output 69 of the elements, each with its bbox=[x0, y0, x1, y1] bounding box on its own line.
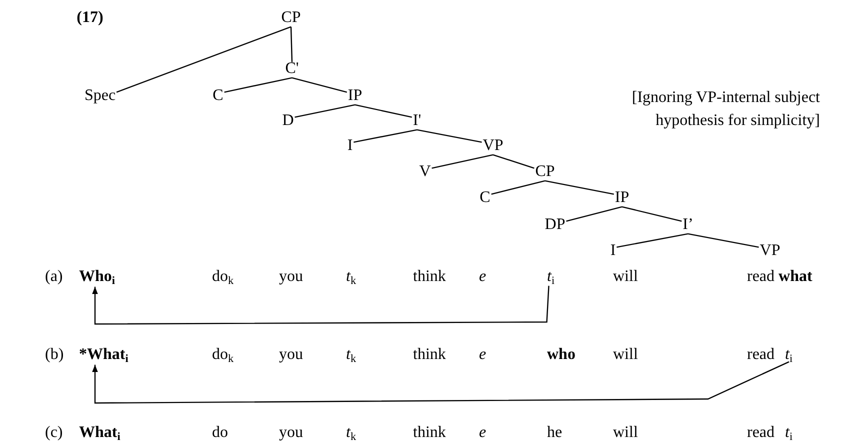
word: do$_{k}$ bbox=[212, 268, 234, 286]
word: you bbox=[279, 268, 303, 286]
tree-node-label: I’ bbox=[682, 216, 694, 234]
tree-branch bbox=[354, 104, 412, 118]
word: you bbox=[279, 424, 303, 442]
tree-node-label: I bbox=[610, 242, 616, 260]
tree-branch bbox=[290, 26, 293, 62]
tree-branch bbox=[688, 233, 759, 248]
word: think bbox=[413, 424, 446, 442]
word: t$_{i}$ bbox=[547, 268, 555, 286]
movement-arrow bbox=[92, 361, 790, 404]
word: e bbox=[479, 268, 486, 286]
tree-branch bbox=[566, 206, 622, 222]
word: who bbox=[547, 346, 576, 364]
tree-node-label: VP bbox=[482, 137, 504, 155]
tree-branch bbox=[292, 77, 348, 93]
word: e bbox=[479, 424, 486, 442]
word: will bbox=[613, 346, 638, 364]
word: *What$_{i}$ bbox=[79, 346, 128, 364]
word: do bbox=[212, 424, 228, 442]
word: will bbox=[613, 424, 638, 442]
word: he bbox=[547, 424, 562, 442]
tree-node-label: D bbox=[282, 112, 294, 130]
word: Who$_{i}$ bbox=[79, 268, 116, 286]
tree-node-label: C bbox=[212, 87, 224, 105]
row-label: (a) bbox=[45, 268, 63, 286]
tree-node-label: IP bbox=[614, 189, 630, 207]
tree-node-label: DP bbox=[544, 216, 566, 234]
word: t$_{i}$ bbox=[785, 424, 793, 442]
tree-node-label: I' bbox=[412, 112, 422, 130]
tree-branch bbox=[432, 154, 494, 169]
tree-node-label: C bbox=[480, 189, 490, 207]
tree-node-label: VP bbox=[760, 242, 780, 260]
tree-node-label: V bbox=[419, 163, 431, 181]
word: t$_{k}$ bbox=[346, 424, 356, 442]
tree-node-label: CP bbox=[535, 163, 555, 181]
tree-branch bbox=[622, 206, 682, 222]
row-label: (c) bbox=[45, 424, 63, 442]
tree-branch bbox=[354, 129, 418, 143]
tree-branch bbox=[116, 26, 292, 93]
tree-node-label: C' bbox=[285, 60, 299, 78]
word: read bbox=[747, 346, 775, 364]
word: t$_{k}$ bbox=[346, 268, 356, 286]
word: t$_{k}$ bbox=[346, 346, 356, 364]
example-number: (17) bbox=[76, 9, 104, 27]
word: read bbox=[747, 424, 775, 442]
word: think bbox=[413, 346, 446, 364]
tree-branch bbox=[544, 180, 614, 195]
tree-node-label: CP bbox=[281, 9, 301, 27]
note: [Ignoring VP-internal subject hypothesis for simplicity] bbox=[630, 88, 820, 131]
tree-branch bbox=[492, 154, 534, 169]
word: read what bbox=[747, 268, 812, 286]
row-label: (b) bbox=[45, 346, 64, 364]
word: will bbox=[613, 268, 638, 286]
tree-node-label: IP bbox=[348, 87, 362, 105]
tree-branch bbox=[294, 104, 356, 118]
movement-arrow bbox=[92, 286, 550, 325]
tree-branch bbox=[224, 77, 292, 93]
word: What$_{i}$ bbox=[79, 424, 120, 442]
tree-branch bbox=[616, 233, 688, 248]
tree-branch bbox=[416, 129, 482, 143]
word: e bbox=[479, 346, 486, 364]
word: t$_{i}$ bbox=[785, 346, 793, 364]
tree-node-label: Spec bbox=[84, 87, 116, 105]
word: think bbox=[413, 268, 446, 286]
word: do$_{k}$ bbox=[212, 346, 234, 364]
tree-branch bbox=[491, 180, 546, 195]
tree-node-label: I bbox=[347, 137, 353, 155]
word: you bbox=[279, 346, 303, 364]
